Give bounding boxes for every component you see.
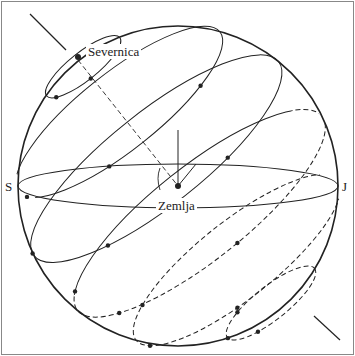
star-dot <box>25 195 29 199</box>
diurnal-circle <box>0 2 244 223</box>
diurnal-circle <box>217 255 325 350</box>
diurnal-circle <box>5 25 308 293</box>
star-dot <box>256 330 260 334</box>
star-dot <box>73 289 77 293</box>
star-dot <box>235 310 239 314</box>
pole-star <box>75 54 81 60</box>
axis-north <box>30 14 66 50</box>
star-dot <box>226 155 230 159</box>
direction-label: S <box>3 179 14 194</box>
earth-label: Zemlja <box>156 198 197 213</box>
diurnal-circle <box>48 79 351 347</box>
diurnal-circle <box>48 79 351 347</box>
diurnal-circle <box>112 150 355 356</box>
axis-inner <box>78 60 178 186</box>
star-dot <box>117 311 121 315</box>
direction-label: J <box>340 179 349 194</box>
star-dot <box>107 164 111 168</box>
axis-south <box>314 316 340 340</box>
star-label: Severnica <box>86 44 141 59</box>
diurnal-circle <box>217 255 325 350</box>
diurnal-circle <box>0 2 244 223</box>
star-dot <box>54 95 58 99</box>
star-dot <box>198 84 202 88</box>
star-dot <box>226 336 230 340</box>
star-dot <box>235 241 239 245</box>
star-dot <box>30 251 34 255</box>
star-dot <box>89 76 93 80</box>
sphere-outline <box>18 26 338 346</box>
star-dot <box>148 344 152 348</box>
diurnal-circle <box>5 25 308 293</box>
observer-symbol <box>158 130 196 190</box>
diurnal-circle <box>112 150 355 356</box>
star-dot <box>235 306 239 310</box>
star-dot <box>106 243 110 247</box>
star-dot <box>140 303 144 307</box>
